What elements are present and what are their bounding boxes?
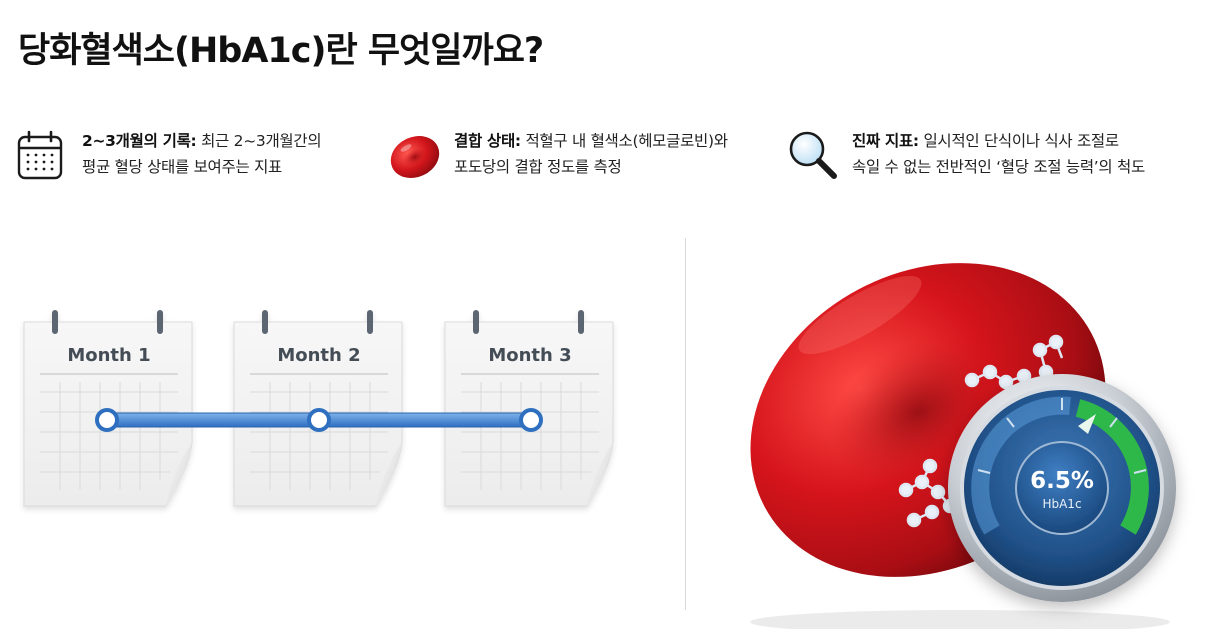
feature-text: 2~3개월의 기록: 최근 2~3개월간의 평균 혈당 상태를 보여주는 지표 xyxy=(82,128,322,180)
calendar-timeline-illustration xyxy=(23,310,614,507)
calendar-page-month-1 xyxy=(23,310,193,507)
glucose-molecule-icon xyxy=(898,458,958,528)
feature-text: 진짜 지표: 일시적인 단식이나 식사 조절로 속일 수 없는 전반적인 ‘혈당… xyxy=(852,128,1145,180)
magnifier-icon xyxy=(786,128,840,182)
page-title: 당화혈색소(HbA1c)란 무엇일까요? xyxy=(18,31,544,71)
glucose-molecule-icon xyxy=(964,334,1064,390)
feature-binding-state: 결합 상태: 적혈구 내 혈색소(헤모글로빈)와 포도당의 결합 정도를 측정 xyxy=(388,128,728,182)
timeline-node-month-3 xyxy=(519,408,543,432)
calendar-page-month-2 xyxy=(233,310,403,507)
calendar-icon xyxy=(16,128,70,182)
feature-line2: 속일 수 없는 전반적인 ‘혈당 조절 능력’의 척도 xyxy=(852,158,1145,176)
month-label-3: Month 3 xyxy=(488,345,572,366)
feature-heading: 2~3개월의 기록: xyxy=(82,132,197,150)
section-divider xyxy=(685,238,686,610)
gauge-value: 6.5% xyxy=(1030,468,1094,494)
feature-line1: 최근 2~3개월간의 xyxy=(196,132,322,150)
feature-heading: 진짜 지표: xyxy=(852,132,919,150)
timeline-node-month-1 xyxy=(95,408,119,432)
month-label-2: Month 2 xyxy=(277,345,361,366)
feature-line2: 평균 혈당 상태를 보여주는 지표 xyxy=(82,158,282,176)
feature-line1: 일시적인 단식이나 식사 조절로 xyxy=(918,132,1119,150)
feature-text: 결합 상태: 적혈구 내 혈색소(헤모글로빈)와 포도당의 결합 정도를 측정 xyxy=(454,128,728,180)
red-blood-cell-icon xyxy=(388,128,442,182)
calendar-page-month-3 xyxy=(444,310,614,507)
red-blood-cell-image xyxy=(750,263,1106,577)
gauge-unit-label: HbA1c xyxy=(1042,497,1082,511)
feature-line2: 포도당의 결합 정도를 측정 xyxy=(454,158,622,176)
timeline-node-month-2 xyxy=(307,408,331,432)
month-label-1: Month 1 xyxy=(67,345,151,366)
feature-true-indicator: 진짜 지표: 일시적인 단식이나 식사 조절로 속일 수 없는 전반적인 ‘혈당… xyxy=(786,128,1145,182)
timeline-connector xyxy=(95,408,543,432)
feature-line1: 적혈구 내 혈색소(헤모글로빈)와 xyxy=(520,132,728,150)
feature-two-three-months: 2~3개월의 기록: 최근 2~3개월간의 평균 혈당 상태를 보여주는 지표 xyxy=(16,128,322,182)
feature-heading: 결합 상태: xyxy=(454,132,521,150)
